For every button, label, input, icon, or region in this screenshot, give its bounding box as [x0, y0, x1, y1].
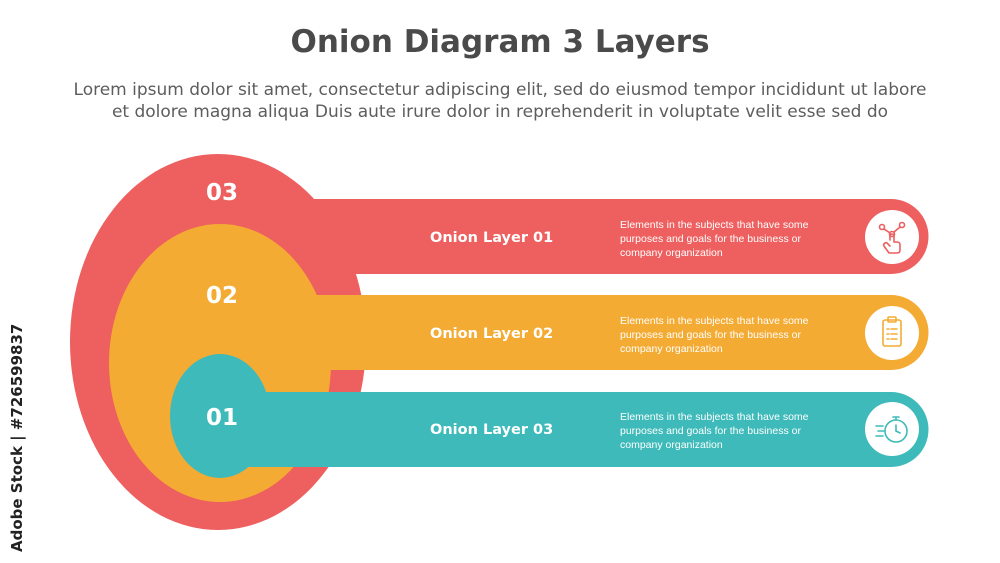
subtitle-line-2: et dolore magna aliqua Duis aute irure d… — [111, 102, 889, 122]
onion-layer-inner — [170, 354, 929, 478]
layer-02-title: Onion Layer 02 — [430, 326, 553, 342]
layer-01-desc-line-2: purposes and goals for the business or — [620, 233, 801, 245]
ring-number-02: 02 — [206, 283, 238, 309]
hand-touch-icon — [865, 210, 919, 264]
ring-number-01: 01 — [206, 405, 238, 431]
layer-02-desc-line-1: Elements in the subjects that have some — [620, 315, 809, 327]
subtitle-line-1: Lorem ipsum dolor sit amet, consectetur … — [73, 80, 927, 100]
layer-01-title: Onion Layer 01 — [430, 230, 553, 246]
bar-layer-01 — [270, 199, 929, 274]
layer-02-desc-line-2: purposes and goals for the business or — [620, 329, 801, 341]
stopwatch-icon — [865, 402, 919, 456]
layer-03-title: Onion Layer 03 — [430, 422, 553, 438]
layer-01-desc-line-3: company organization — [620, 247, 723, 259]
layer-02-desc-line-3: company organization — [620, 343, 723, 355]
layer-01-desc-line-1: Elements in the subjects that have some — [620, 219, 809, 231]
page-title: Onion Diagram 3 Layers — [290, 24, 710, 60]
layer-03-desc-line-2: purposes and goals for the business or — [620, 425, 801, 437]
layer-03-desc-line-1: Elements in the subjects that have some — [620, 411, 809, 423]
bar-layer-03 — [240, 392, 929, 467]
ring-number-03: 03 — [206, 180, 238, 206]
clipboard-icon — [865, 306, 919, 360]
bar-layer-02 — [290, 295, 929, 370]
layer-03-desc-line-3: company organization — [620, 439, 723, 451]
